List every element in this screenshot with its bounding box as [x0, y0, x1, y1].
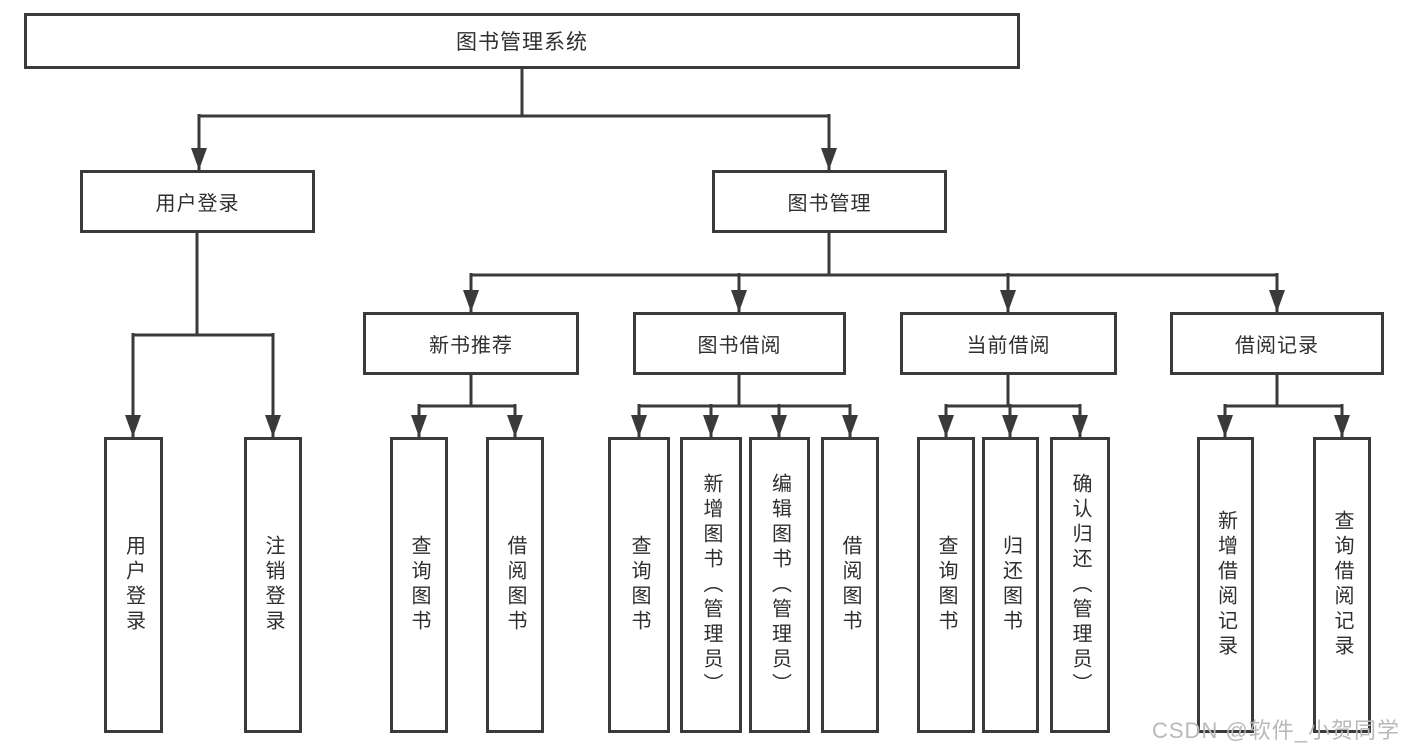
- node-label: 借阅图书: [839, 535, 861, 635]
- leaf-borrow-borrow-books: 借阅图书: [821, 437, 879, 733]
- leaf-user-login: 用户登录: [104, 437, 163, 733]
- node-current-borrow: 当前借阅: [900, 312, 1117, 375]
- node-label: 图书管理系统: [456, 31, 588, 54]
- node-label: 归还图书: [999, 535, 1022, 635]
- node-label: 查询图书: [628, 535, 650, 635]
- node-new-book-recommend: 新书推荐: [363, 312, 579, 375]
- node-root-library-system: 图书管理系统: [24, 13, 1020, 69]
- node-label: 编辑图书（管理员）: [768, 472, 791, 698]
- node-label: 查询借阅记录: [1331, 510, 1353, 660]
- node-book-management: 图书管理: [712, 170, 947, 233]
- node-label: 当前借阅: [966, 335, 1051, 357]
- leaf-records-query-record: 查询借阅记录: [1313, 437, 1371, 733]
- leaf-newbook-query-books: 查询图书: [390, 437, 448, 733]
- node-label: 借阅图书: [504, 535, 526, 635]
- node-label: 借阅记录: [1235, 335, 1319, 357]
- node-label: 用户登录: [122, 535, 145, 635]
- node-label: 新书推荐: [429, 335, 513, 357]
- node-label: 新增图书（管理员）: [700, 472, 722, 698]
- node-label: 图书借阅: [697, 335, 782, 357]
- node-user-login: 用户登录: [80, 170, 315, 233]
- leaf-borrow-edit-books-admin: 编辑图书（管理员）: [749, 437, 810, 733]
- leaf-current-query-books: 查询图书: [917, 437, 975, 733]
- leaf-borrow-add-books-admin: 新增图书（管理员）: [680, 437, 742, 733]
- node-label: 查询图书: [935, 535, 957, 635]
- node-label: 注销登录: [262, 535, 284, 635]
- node-borrow-records: 借阅记录: [1170, 312, 1384, 375]
- node-label: 图书管理: [787, 193, 872, 215]
- leaf-newbook-borrow-books: 借阅图书: [486, 437, 544, 733]
- node-label: 新增借阅记录: [1214, 510, 1237, 660]
- node-book-borrow: 图书借阅: [633, 312, 846, 375]
- leaf-records-add-record: 新增借阅记录: [1197, 437, 1254, 733]
- leaf-logout: 注销登录: [244, 437, 302, 733]
- node-label: 查询图书: [408, 535, 430, 635]
- csdn-watermark: CSDN @软件_小贺同学: [1152, 718, 1401, 743]
- node-label: 用户登录: [155, 193, 240, 215]
- leaf-borrow-query-books: 查询图书: [608, 437, 670, 733]
- leaf-current-return-books: 归还图书: [982, 437, 1039, 733]
- node-label: 确认归还（管理员）: [1069, 472, 1091, 698]
- leaf-current-confirm-return-admin: 确认归还（管理员）: [1050, 437, 1110, 733]
